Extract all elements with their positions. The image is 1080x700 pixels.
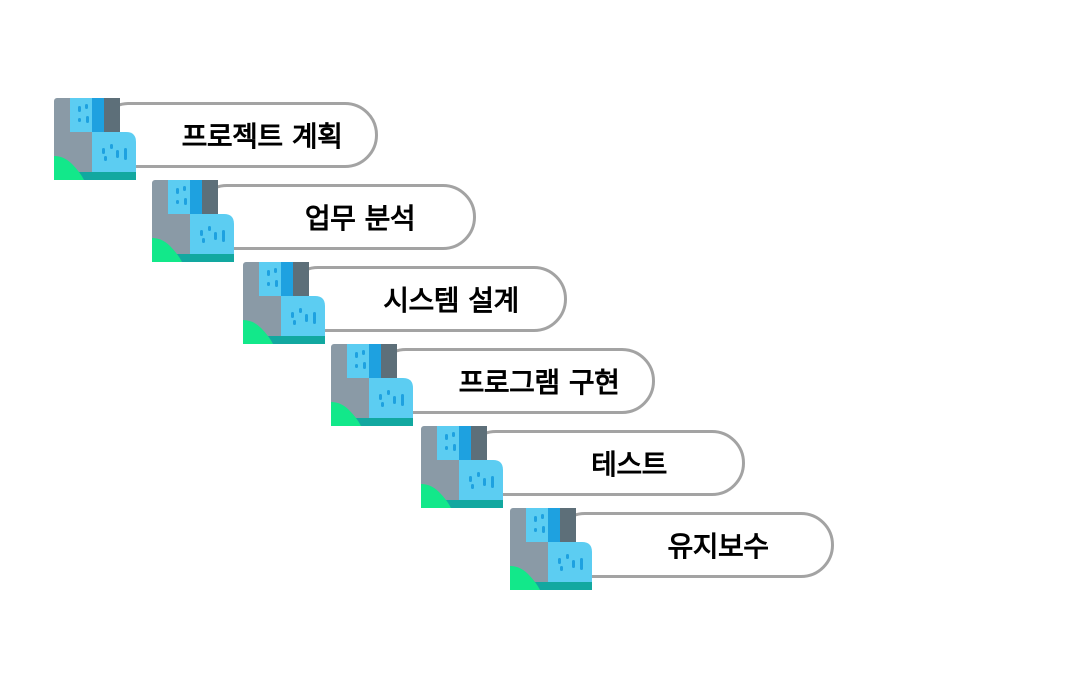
step-4: 프로그램 구현 (331, 344, 661, 426)
step-label: 프로젝트 계획 (181, 120, 343, 153)
step-pill: 시스템 설계 (285, 266, 567, 332)
waterfall-icon (243, 262, 325, 344)
waterfall-icon (152, 180, 234, 262)
step-3: 시스템 설계 (243, 262, 573, 344)
step-pill: 프로그램 구현 (373, 348, 655, 414)
step-label: 업무 분석 (304, 202, 416, 235)
step-label: 시스템 설계 (383, 284, 519, 317)
step-label: 테스트 (591, 448, 667, 481)
step-pill: 유지보수 (552, 512, 834, 578)
waterfall-icon (331, 344, 413, 426)
step-5: 테스트 (421, 426, 751, 508)
step-pill: 업무 분석 (194, 184, 476, 250)
step-label: 프로그램 구현 (458, 366, 620, 399)
step-pill: 프로젝트 계획 (96, 102, 378, 168)
step-pill: 테스트 (463, 430, 745, 496)
step-2: 업무 분석 (152, 180, 482, 262)
waterfall-icon (421, 426, 503, 508)
step-label: 유지보수 (667, 530, 769, 563)
waterfall-icon (510, 508, 592, 590)
step-1: 프로젝트 계획 (54, 98, 384, 180)
step-6: 유지보수 (510, 508, 840, 590)
waterfall-icon (54, 98, 136, 180)
